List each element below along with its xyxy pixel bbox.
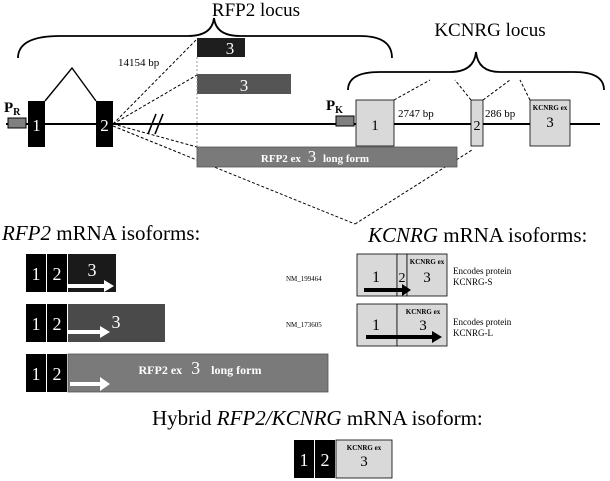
kcnrg-exon3-small-label: KCNRG ex — [533, 104, 568, 112]
splice-dashed-lines — [112, 38, 473, 225]
rfp2-exon1 — [28, 101, 45, 147]
rfp2-iso2-exon2-label: 2 — [53, 314, 62, 334]
kcnrg-s-exon3 — [406, 253, 448, 297]
rfp2-locus-brace — [17, 17, 393, 59]
long-form-label: RFP2 ex 3 long form — [261, 147, 369, 166]
promoter-k-box — [335, 115, 355, 127]
promoter-r-label: PR — [4, 100, 21, 118]
rfp2-exon3-medium-label: 3 — [240, 76, 249, 95]
rfp2-iso1-orf-arrow — [68, 280, 114, 292]
rfp2-iso1-exon2 — [47, 254, 67, 292]
rfp2-exon1-label: 1 — [32, 116, 41, 135]
distance-2747: 2747 bp — [398, 108, 434, 120]
rfp2-iso3-exon1 — [26, 354, 46, 392]
line-break-mark — [154, 113, 164, 135]
kcnrg-s-desc-line2: KCNRG-S — [453, 277, 493, 287]
hybrid-exon1-label: 1 — [300, 450, 309, 470]
rfp2-exon3-short-label: 3 — [226, 39, 235, 58]
kcnrg-s-desc-line1: Encodes protein — [453, 266, 512, 276]
hybrid-exon2-label: 2 — [321, 450, 330, 470]
rfp2-isoforms-title: RFP2 mRNA isoforms: — [1, 221, 200, 245]
kcnrg-exon3-label: 3 — [546, 115, 554, 131]
kcnrg-s-exon3-label: 3 — [423, 270, 431, 286]
rfp2-iso2-exon2 — [47, 304, 67, 342]
rfp2-exon3-long-form — [196, 146, 458, 168]
rfp2-exon3-short — [197, 38, 245, 57]
kcnrg-s-exon2-label: 2 — [399, 271, 406, 286]
kcnrg-s-exon1-label: 1 — [372, 269, 380, 286]
promoter-k-label: PK — [326, 98, 343, 116]
kcnrg-l-orf-arrow — [366, 331, 442, 343]
distance-14154: 14154 bp — [118, 57, 160, 69]
rfp2-iso3-exon3 — [67, 353, 329, 393]
kcnrg-l-accession: NM_173605 — [286, 321, 322, 329]
hybrid-isoform-title: Hybrid RFP2/KCNRG mRNA isoform: — [152, 406, 483, 430]
rfp2-exon2 — [96, 101, 113, 147]
rfp2-iso3-exon1-label: 1 — [32, 364, 41, 384]
rfp2-iso2-exon1-label: 1 — [32, 314, 41, 334]
hybrid-exon3-small-label: KCNRG ex — [347, 444, 382, 452]
rfp2-exon3-medium — [197, 74, 291, 94]
kcnrg-exon1 — [355, 99, 395, 147]
rfp2-locus-label: RFP2 locus — [212, 0, 300, 21]
rfp2-iso3-exon2 — [47, 354, 67, 392]
rfp2-exon2-label: 2 — [100, 116, 109, 135]
kcnrg-isoforms-title: KCNRG mRNA isoforms: — [367, 223, 587, 247]
distance-286: 286 bp — [485, 108, 516, 120]
hybrid-exon3-label: 3 — [360, 454, 368, 470]
hybrid-exon2 — [315, 440, 335, 478]
kcnrg-exon2 — [470, 99, 484, 147]
rfp2-iso1-exon1 — [26, 254, 46, 292]
line-break-mark — [147, 113, 157, 135]
kcnrg-l-desc-line2: KCNRG-L — [453, 328, 493, 338]
kcnrg-exon3 — [529, 99, 571, 147]
hybrid-exon3 — [335, 439, 393, 479]
kcnrg-l-desc-line1: Encodes protein — [453, 317, 512, 327]
splice-arc — [44, 66, 97, 102]
kcnrg-l-exon1-label: 1 — [372, 317, 380, 334]
hybrid-exon1 — [294, 440, 314, 478]
rfp2-iso3-orf-arrow — [70, 377, 110, 391]
kcnrg-s-accession: NM_199464 — [286, 275, 322, 283]
rfp2-iso2-orf-arrow — [68, 326, 110, 338]
kcnrg-l-exon3-label: 3 — [419, 318, 427, 334]
rfp2-iso3-exon2-label: 2 — [53, 364, 62, 384]
rfp2-iso1-exon3-label: 3 — [88, 260, 97, 280]
kcnrg-s-orf-arrow — [364, 284, 411, 296]
promoter-r-box — [7, 117, 27, 129]
rfp2-iso1-exon2-label: 2 — [53, 264, 62, 284]
kcnrg-locus-label: KCNRG locus — [434, 20, 545, 41]
kcnrg-exon2-label: 2 — [474, 119, 481, 134]
rfp2-iso2-exon3 — [68, 304, 165, 342]
kcnrg-l-exon3-small-label: KCNRG ex — [406, 308, 441, 316]
rfp2-iso1-exon1-label: 1 — [32, 264, 41, 284]
rfp2-iso2-exon1 — [26, 304, 46, 342]
rfp2-iso2-exon3-label: 3 — [112, 312, 121, 332]
rfp2-iso3-exon3-label: RFP2 ex 3 long form — [139, 358, 262, 378]
kcnrg-dashed-lines — [393, 79, 531, 101]
kcnrg-exon1-label: 1 — [371, 118, 379, 134]
kcnrg-locus-brace — [347, 51, 605, 91]
kcnrg-s-exon3-small-label: KCNRG ex — [410, 258, 445, 266]
